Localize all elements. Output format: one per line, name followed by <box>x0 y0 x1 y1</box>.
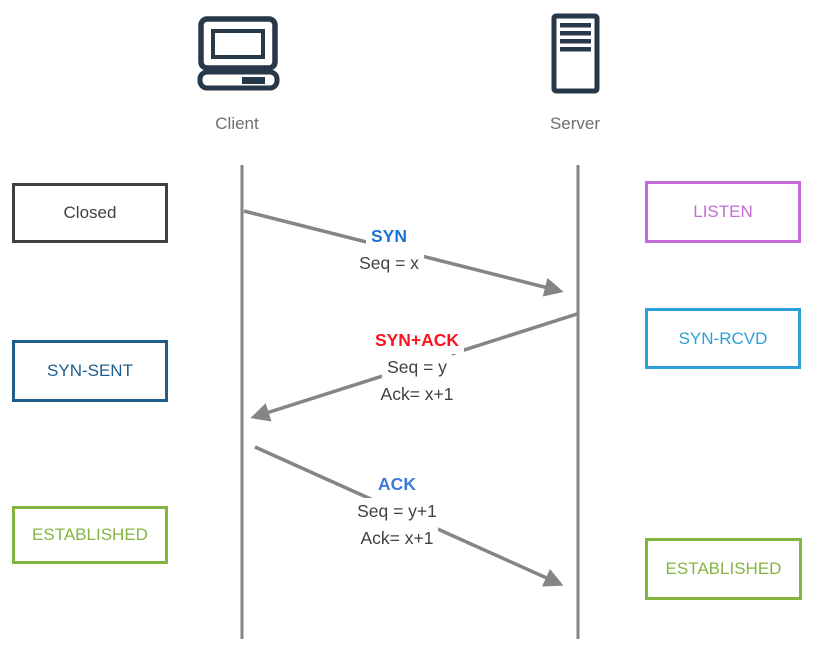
server-tower-icon <box>551 13 600 94</box>
state-box-established-server: ESTABLISHED <box>645 538 802 600</box>
message-syn-label: SYN <box>366 223 412 250</box>
message-syn: SYN Seq = x <box>354 223 424 277</box>
message-syn-detail-seq: Seq = x <box>354 250 424 277</box>
message-syn-ack-detail-ack: Ack= x+1 <box>375 381 459 408</box>
state-label-syn-rcvd: SYN-RCVD <box>678 328 768 348</box>
state-label-syn-sent: SYN-SENT <box>47 361 133 380</box>
message-ack: ACK Seq = y+1 Ack= x+1 <box>352 471 442 552</box>
state-box-listen: LISTEN <box>645 181 801 243</box>
state-box-closed: Closed <box>12 183 168 243</box>
state-label-listen: LISTEN <box>693 202 753 221</box>
message-syn-ack: SYN+ACK Seq = y Ack= x+1 <box>369 327 465 408</box>
state-box-established-client: ESTABLISHED <box>12 506 168 564</box>
server-actor-label: Server <box>549 114 601 133</box>
computer-icon <box>197 16 280 91</box>
state-box-syn-rcvd: SYN-RCVD <box>645 308 801 369</box>
client-actor-label: Client <box>215 114 259 133</box>
state-label-established-client: ESTABLISHED <box>32 525 148 544</box>
message-syn-ack-detail-seq: Seq = y <box>382 354 452 381</box>
state-label-established-server: ESTABLISHED <box>665 559 782 578</box>
message-ack-detail-ack: Ack= x+1 <box>355 525 439 552</box>
message-ack-label: ACK <box>373 471 421 498</box>
state-box-syn-sent: SYN-SENT <box>12 340 168 402</box>
message-syn-ack-label: SYN+ACK <box>369 327 465 354</box>
message-ack-detail-seq: Seq = y+1 <box>352 498 442 525</box>
state-label-closed: Closed <box>63 203 117 222</box>
